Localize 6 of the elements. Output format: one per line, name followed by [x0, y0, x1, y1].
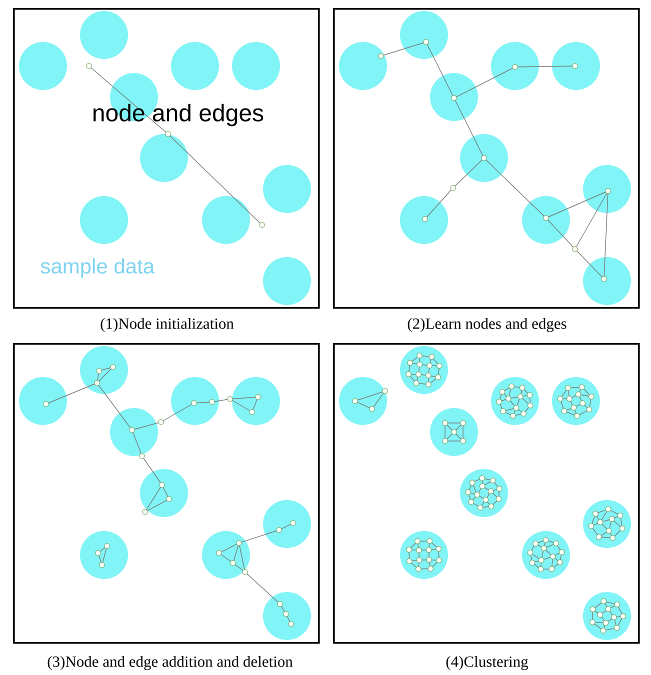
annotation-text: sample data — [40, 258, 155, 278]
panel-caption: (2)Learn nodes and edges — [408, 318, 566, 332]
panel-caption: (3)Node and edge addition and deletion — [48, 656, 293, 670]
panel-caption: (1)Node initialization — [100, 318, 234, 332]
annotation-text: node and edges — [94, 104, 264, 126]
panel-caption: (4)Clustering — [446, 656, 528, 670]
